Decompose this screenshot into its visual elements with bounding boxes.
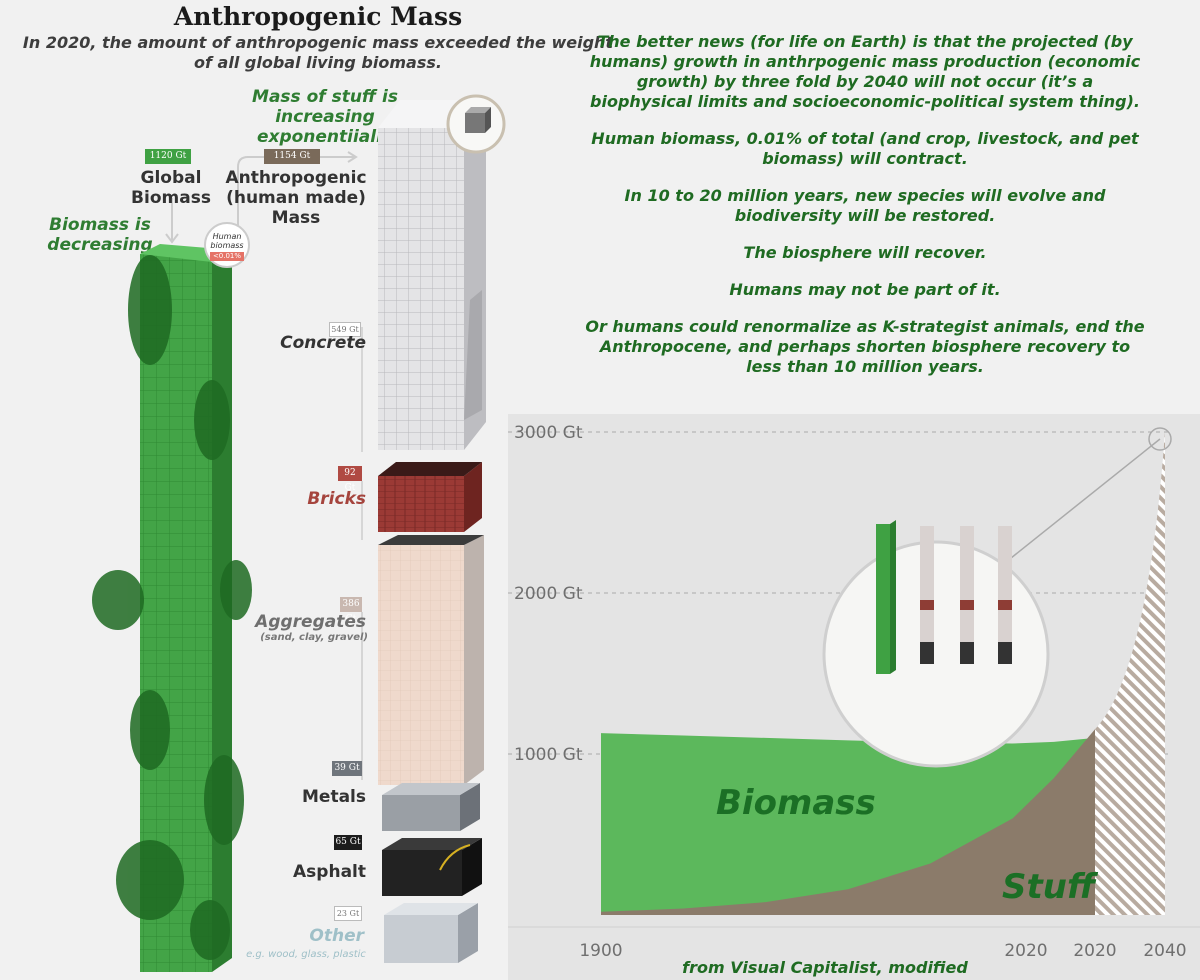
mass-towers-illustration	[92, 94, 506, 972]
biomass-decreasing-note: Biomass is decreasing	[47, 215, 153, 255]
inset-anthro-bars	[920, 526, 1012, 664]
biomass-tower	[92, 244, 252, 972]
inset-biomass-bar	[876, 520, 896, 674]
x-tick-label: 1900	[579, 941, 622, 961]
paragraph: Humans may not be part of it.	[729, 280, 1001, 299]
anthro-label: Anthropogenic (human made) Mass	[225, 168, 367, 228]
page-subtitle: In 2020, the amount of anthropogenic mas…	[22, 33, 614, 72]
anthro-tag-bg	[264, 149, 320, 164]
bricks-tag: 92 Gt	[338, 466, 362, 493]
asphalt-label: Asphalt	[293, 862, 366, 882]
foliage-decoration	[92, 255, 252, 960]
bricks-label: Bricks	[307, 489, 366, 509]
paragraph: Or humans could renormalize as K-strateg…	[585, 317, 1145, 376]
inset-circle	[822, 540, 1050, 768]
biomass-label: Global Biomass	[131, 168, 211, 208]
series-label-stuff: Stuff	[1002, 867, 1099, 907]
y-tick-label: 1000 Gt	[514, 745, 583, 765]
y-tick-label: 2000 Gt	[514, 584, 583, 604]
commentary-text: The better news (for life on Earth) is t…	[585, 32, 1145, 394]
concrete-tag: 549 Gt	[329, 322, 361, 337]
aggregates-block	[378, 535, 484, 785]
page-title: Anthropogenic Mass	[173, 2, 463, 31]
paragraph: The better news (for life on Earth) is t…	[589, 32, 1141, 111]
y-tick-label: 3000 Gt	[514, 423, 583, 443]
paragraph: In 10 to 20 million years, new species w…	[624, 186, 1106, 225]
series-label-biomass: Biomass	[716, 783, 876, 823]
source-note: from Visual Capitalist, modified	[682, 958, 968, 977]
biomass-tag-bg	[145, 149, 191, 164]
metals-label: Metals	[302, 787, 366, 807]
down-arrow-icon	[165, 198, 179, 244]
paragraph: Human biomass, 0.01% of total (and crop,…	[591, 129, 1139, 168]
biomass-tag: 1120 Gt	[149, 151, 187, 161]
other-block	[384, 903, 478, 963]
inset-magnifier	[822, 427, 1172, 768]
anthro-tag: 1154 Gt	[273, 151, 311, 161]
aggregates-sub: (sand, clay, gravel)	[260, 632, 368, 643]
projection-area	[1095, 432, 1165, 915]
aggregates-label: Aggregates	[255, 612, 366, 632]
human-biomass-label: Human biomass	[210, 232, 244, 250]
metals-tag: 39 Gt	[332, 761, 362, 776]
paragraph: The biosphere will recover.	[743, 243, 987, 262]
other-label: Other	[309, 926, 364, 946]
other-tag: 23 Gt	[334, 906, 362, 921]
aggregates-tag: 386 Gt	[340, 597, 362, 624]
bracket-arrow-icon	[237, 151, 358, 230]
asphalt-tag: 65 Gt	[334, 835, 362, 850]
x-tick-label: 2020	[1073, 941, 1116, 961]
other-sub: e.g. wood, glass, plastic	[246, 949, 366, 960]
bricks-block	[378, 462, 482, 532]
concrete-label: Concrete	[280, 333, 366, 353]
metals-block	[382, 783, 480, 831]
x-tick-label: 2040	[1143, 941, 1186, 961]
human-biomass-value: <0.01%	[210, 252, 244, 261]
stuff-area	[601, 729, 1095, 915]
x-tick-label: 2020	[1004, 941, 1047, 961]
zoom-target-circle	[1148, 427, 1172, 451]
stuff-increasing-note: Mass of stuff is increasing exponentiial…	[252, 87, 398, 147]
asphalt-block	[382, 838, 482, 896]
